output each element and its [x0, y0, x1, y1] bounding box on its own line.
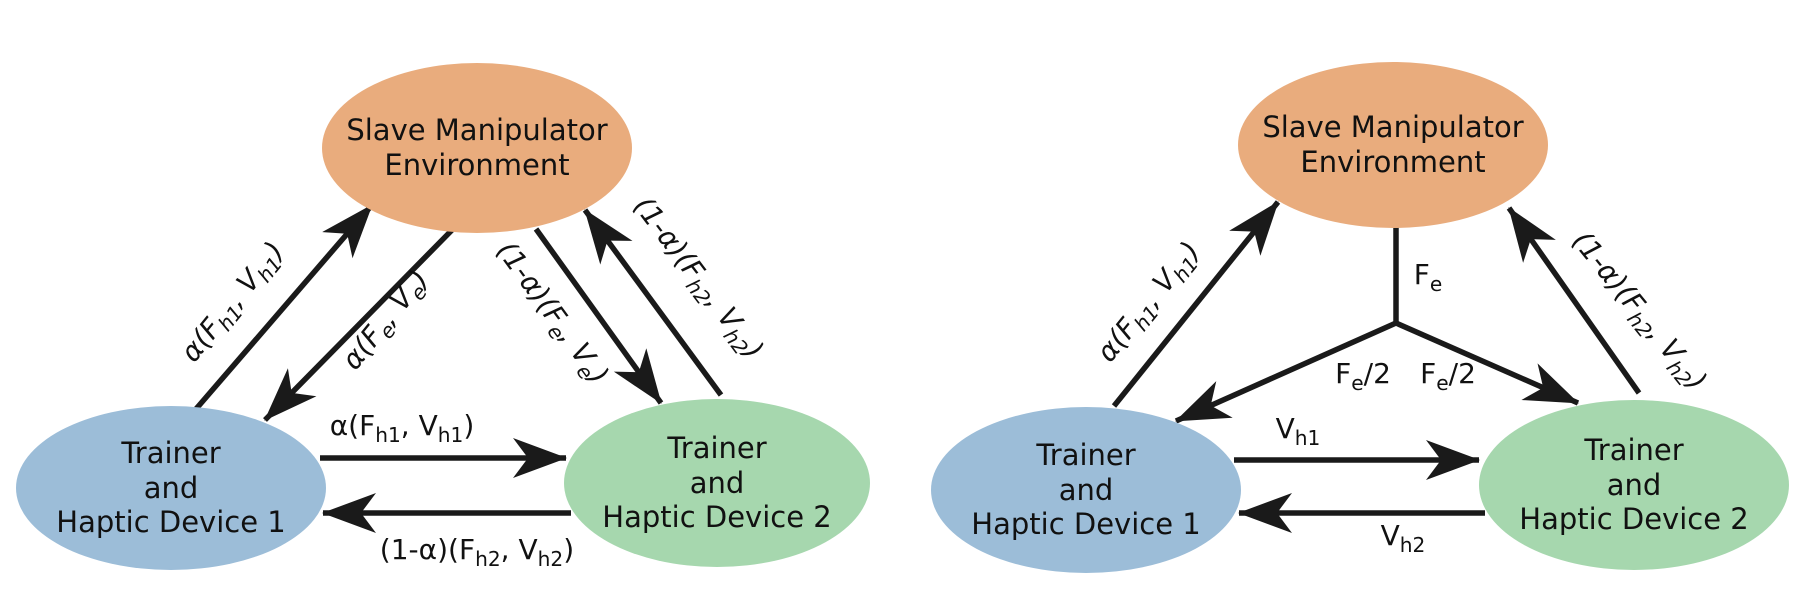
node-haptic-device-2: Trainer and Haptic Device 2	[1479, 400, 1789, 570]
arrow-environment-to-device1	[263, 228, 454, 422]
edge-label-d2-to-d1: (1-α)(Fh2, Vh2)	[379, 533, 575, 571]
node-environment: Slave Manipulator Environment	[1238, 62, 1548, 228]
node-haptic-device-1-label: Trainer and Haptic Device 1	[971, 437, 1201, 542]
panel-alpha-blending: Slave Manipulator Environment Trainer an…	[16, 63, 870, 571]
edges-layer-right	[1111, 200, 1642, 533]
node-environment-label: Slave Manipulator Environment	[1262, 110, 1524, 179]
node-environment: Slave Manipulator Environment	[322, 63, 632, 233]
arrow-force-split-to-device1	[1174, 320, 1398, 424]
arrow-force-split-to-device2	[1394, 320, 1580, 406]
arrow-device1-to-environment	[1111, 200, 1281, 408]
arrow-device2-to-environment	[582, 208, 724, 397]
node-haptic-device-1-label: Trainer and Haptic Device 1	[56, 435, 286, 540]
edge-label-d1-to-d2: α(Fh1, Vh1)	[329, 409, 475, 447]
node-environment-label: Slave Manipulator Environment	[346, 113, 608, 182]
arrow-device1-to-environment	[193, 203, 375, 411]
edge-label-environment-force: Fe	[1413, 258, 1443, 296]
arrow-device2-to-environment	[1506, 206, 1642, 395]
edge-label-d1-to-d2: Vh1	[1275, 412, 1321, 450]
edges-layer-left	[193, 203, 724, 533]
node-haptic-device-2-label: Trainer and Haptic Device 2	[602, 430, 832, 535]
node-haptic-device-1: Trainer and Haptic Device 1	[16, 406, 326, 570]
node-haptic-device-1: Trainer and Haptic Device 1	[931, 407, 1241, 573]
edge-label-d2-to-d1: Vh2	[1380, 519, 1426, 557]
panel-force-splitting: Slave Manipulator Environment Trainer an…	[901, 0, 1802, 590]
node-haptic-device-2-label: Trainer and Haptic Device 2	[1519, 432, 1749, 537]
arrow-environment-to-device2	[533, 227, 664, 405]
edge-label-force-split-right: Fe/2	[1420, 357, 1476, 395]
edge-label-force-split-left: Fe/2	[1335, 357, 1391, 395]
node-haptic-device-2: Trainer and Haptic Device 2	[564, 399, 870, 567]
